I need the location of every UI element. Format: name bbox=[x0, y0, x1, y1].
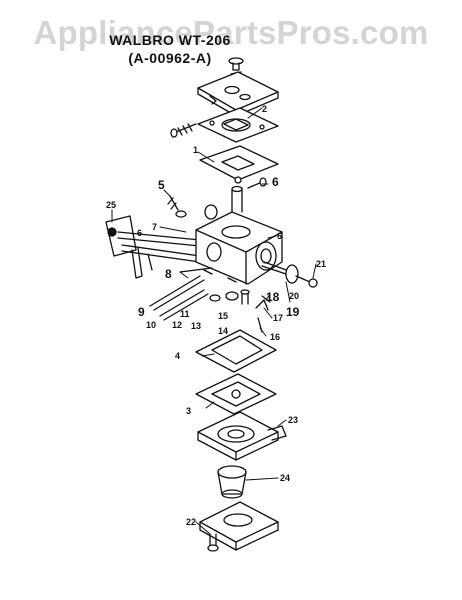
callout-15: 15 bbox=[218, 311, 228, 321]
callout-13: 13 bbox=[191, 321, 201, 331]
throttle-lever-part bbox=[105, 215, 201, 279]
callout-1: 1 bbox=[193, 145, 198, 155]
callout-24: 24 bbox=[280, 473, 290, 483]
metering-cover-part bbox=[197, 411, 287, 461]
pump-gasket-part bbox=[197, 107, 279, 143]
throttle-shaft-part bbox=[261, 261, 318, 288]
callout-6-body: 6 bbox=[277, 231, 282, 241]
callout-7: 7 bbox=[152, 222, 157, 232]
callout-22: 22 bbox=[186, 517, 196, 527]
cover-side-screw-part bbox=[170, 123, 197, 138]
pump-cover-part bbox=[197, 71, 279, 117]
watermark: AppliancePartsPros.com bbox=[33, 14, 429, 51]
callout-5: 5 bbox=[158, 178, 165, 192]
diagram-subtitle: (A-00962-A) bbox=[128, 50, 212, 66]
callout-21: 21 bbox=[316, 259, 326, 269]
metering-gasket-part bbox=[195, 329, 277, 373]
callout-14: 14 bbox=[218, 326, 228, 336]
callout-6-fuel-inlet: 6 bbox=[272, 175, 279, 189]
callout-25: 25 bbox=[106, 200, 116, 210]
idle-screw-part bbox=[167, 195, 218, 220]
callout-20: 20 bbox=[289, 291, 299, 301]
filter-screen-part bbox=[217, 465, 247, 499]
leader-lines bbox=[111, 107, 317, 535]
carburetor-body-part bbox=[195, 211, 283, 285]
callout-2: 2 bbox=[262, 104, 267, 114]
callout-6-lever: 6 bbox=[137, 228, 142, 238]
callout-8: 8 bbox=[165, 267, 172, 281]
callout-23: 23 bbox=[288, 415, 298, 425]
bottom-cover-part bbox=[199, 501, 279, 551]
callout-labels: 1 2 3 4 5 6 6 6 7 8 9 10 11 12 13 14 15 … bbox=[106, 104, 326, 527]
callout-3: 3 bbox=[186, 406, 191, 416]
callout-4: 4 bbox=[175, 351, 180, 361]
callout-12: 12 bbox=[172, 320, 182, 330]
adjustment-needles-part bbox=[149, 267, 239, 321]
callout-18: 18 bbox=[266, 290, 280, 304]
callout-10: 10 bbox=[146, 320, 156, 330]
callout-11: 11 bbox=[180, 309, 190, 319]
metering-diaphragm-part bbox=[195, 373, 277, 415]
callout-9: 9 bbox=[138, 305, 145, 319]
diagram-title: WALBRO WT-206 bbox=[109, 32, 231, 48]
callout-19: 19 bbox=[286, 305, 300, 319]
pump-diaphragm-part bbox=[199, 145, 279, 184]
callout-17: 17 bbox=[273, 313, 283, 323]
bottom-screw-part bbox=[207, 533, 219, 552]
callout-16: 16 bbox=[270, 332, 280, 342]
